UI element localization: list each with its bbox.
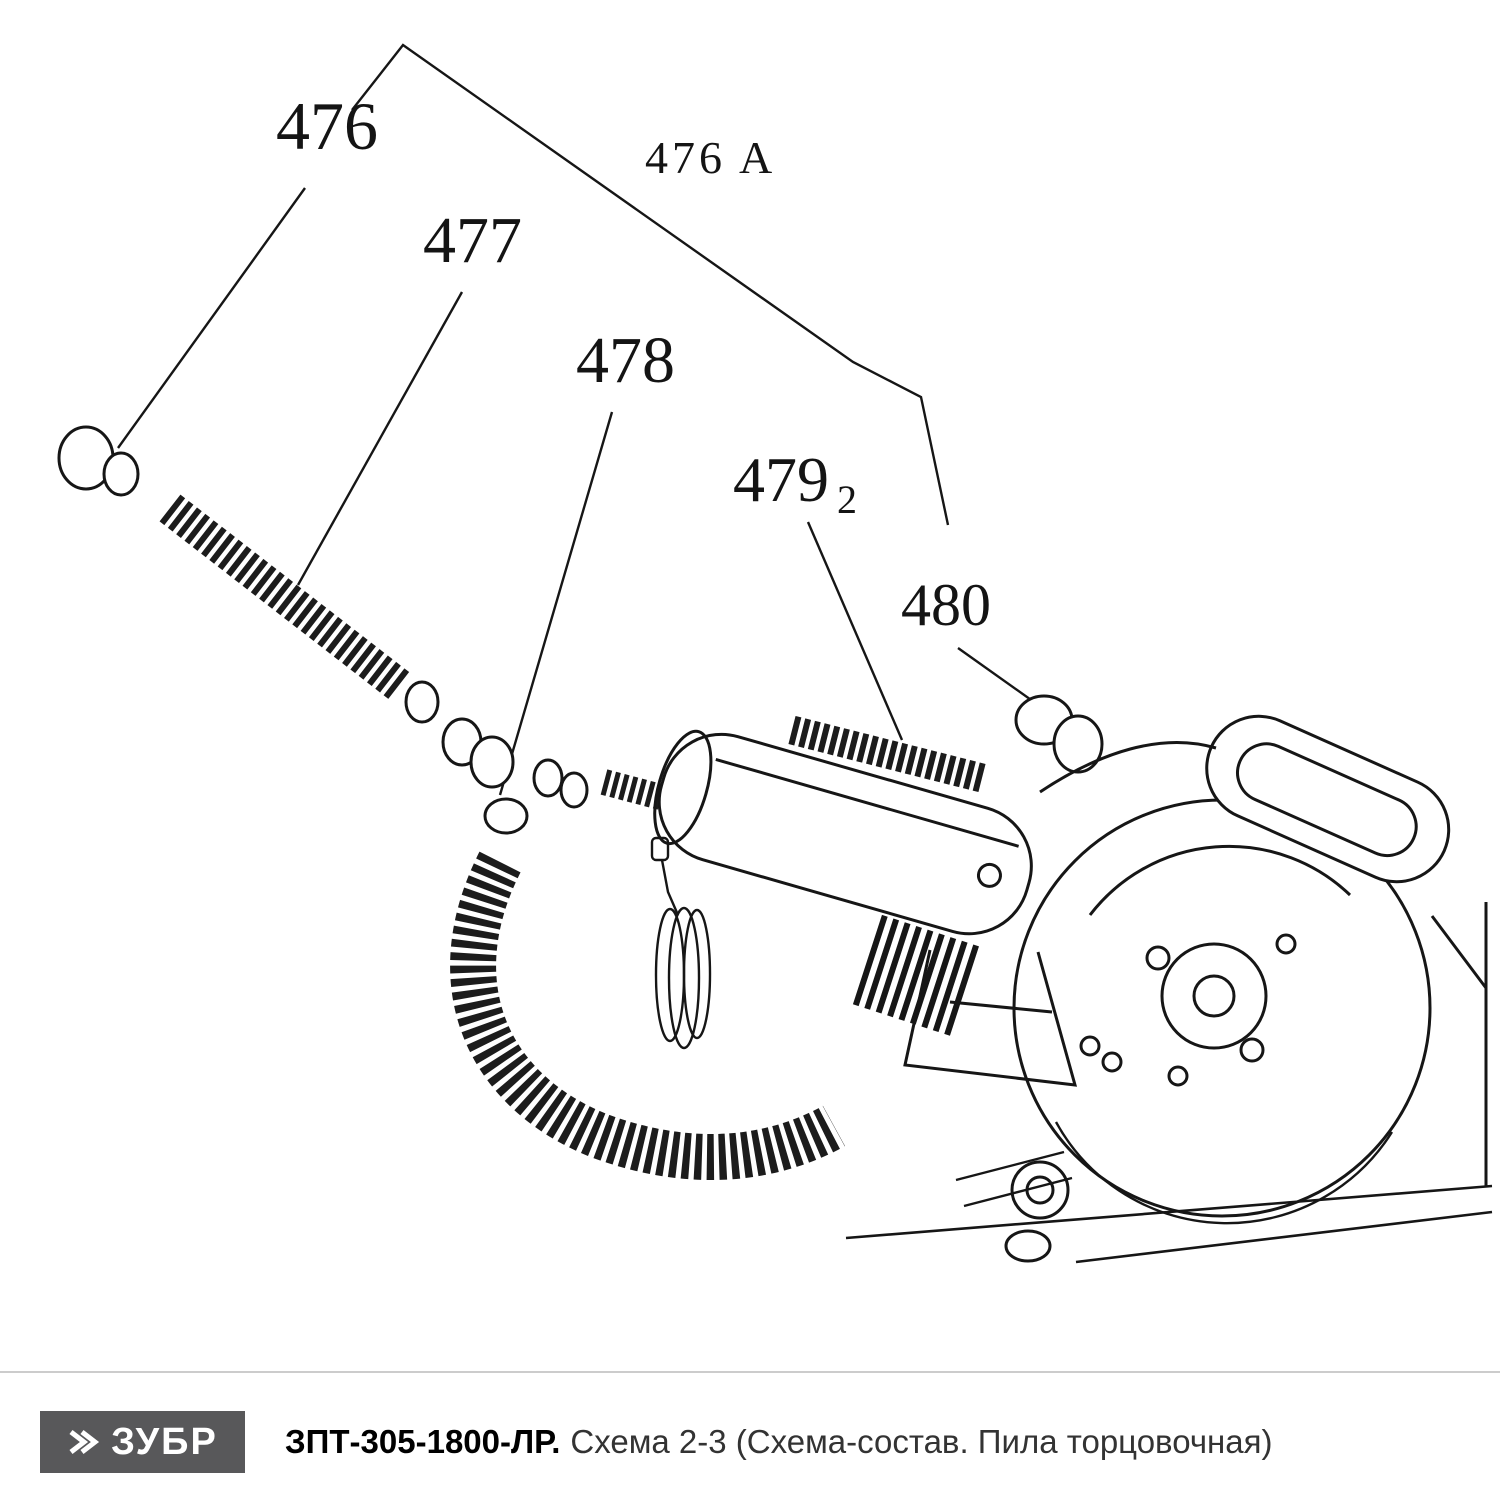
- model-number: ЗПТ-305-1800-ЛР.: [285, 1423, 561, 1460]
- zubr-logo-icon: [69, 1430, 100, 1454]
- power-cord: [650, 836, 712, 1050]
- footer-divider: [0, 1371, 1500, 1373]
- motor-housing: [653, 729, 1033, 936]
- part-label-480: 480: [901, 572, 991, 638]
- part-label-478: 478: [576, 324, 675, 397]
- miter-saw-exploded-diagram: [57, 43, 1493, 1264]
- hose-fittings: [57, 425, 1104, 835]
- part-label-476: 476: [276, 88, 378, 164]
- saw-body: [845, 714, 1493, 1264]
- part-label-477: 477: [423, 204, 522, 277]
- footer: ЗУБР ЗПТ-305-1800-ЛР.Схема 2-3 (Схема-со…: [40, 1410, 1272, 1474]
- leader-lines: [117, 43, 1035, 796]
- scheme-subtitle: Схема 2-3 (Схема-состав. Пила торцовочна…: [570, 1423, 1273, 1460]
- part-label-479-suffix: 2: [837, 477, 857, 522]
- part-label-476a: 476 A: [645, 132, 777, 183]
- part-label-479-number: 479: [733, 444, 829, 515]
- footer-caption: ЗПТ-305-1800-ЛР.Схема 2-3 (Схема-состав.…: [285, 1423, 1272, 1461]
- handle: [1205, 714, 1451, 884]
- zubr-logo: ЗУБР: [40, 1411, 245, 1473]
- vent-grille: [852, 914, 979, 1036]
- zubr-logo-text: ЗУБР: [111, 1420, 218, 1463]
